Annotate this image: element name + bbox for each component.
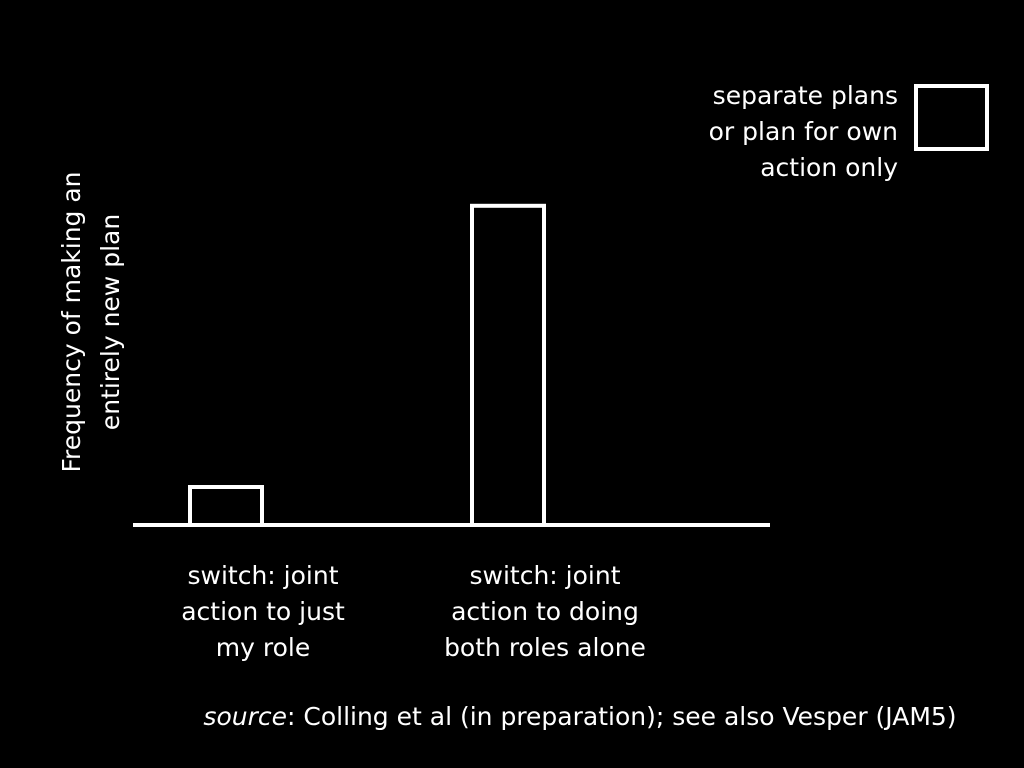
category-label-1-line-3: my role: [216, 633, 310, 662]
y-axis-label-line-2: entirely new plan: [96, 214, 125, 430]
bars: [188, 203, 546, 528]
bar-1: [188, 485, 264, 527]
y-axis-label-line-1: Frequency of making an: [57, 171, 86, 472]
source-text: : Colling et al (in preparation); see al…: [287, 702, 957, 731]
legend-label-line-3: action only: [760, 153, 898, 182]
source-label: source: [203, 702, 287, 731]
y-axis-label: Frequency of making an entirely new plan: [57, 171, 125, 472]
legend-label-line-2: or plan for own: [709, 117, 898, 146]
category-label-1-line-2: action to just: [181, 597, 345, 626]
category-label-2-line-2: action to doing: [451, 597, 639, 626]
legend-swatch: [914, 84, 989, 151]
category-label-1-line-1: switch: joint: [187, 561, 338, 590]
legend-label-line-1: separate plans: [713, 81, 898, 110]
source-note: source: Colling et al (in preparation); …: [0, 702, 1024, 731]
category-label-2-line-1: switch: joint: [469, 561, 620, 590]
category-labels: switch: joint action to just my role switch…: [181, 561, 646, 662]
legend: separate plans or plan for own action only: [709, 81, 989, 182]
category-label-2-line-3: both roles alone: [444, 633, 646, 662]
bar-2: [470, 203, 546, 528]
